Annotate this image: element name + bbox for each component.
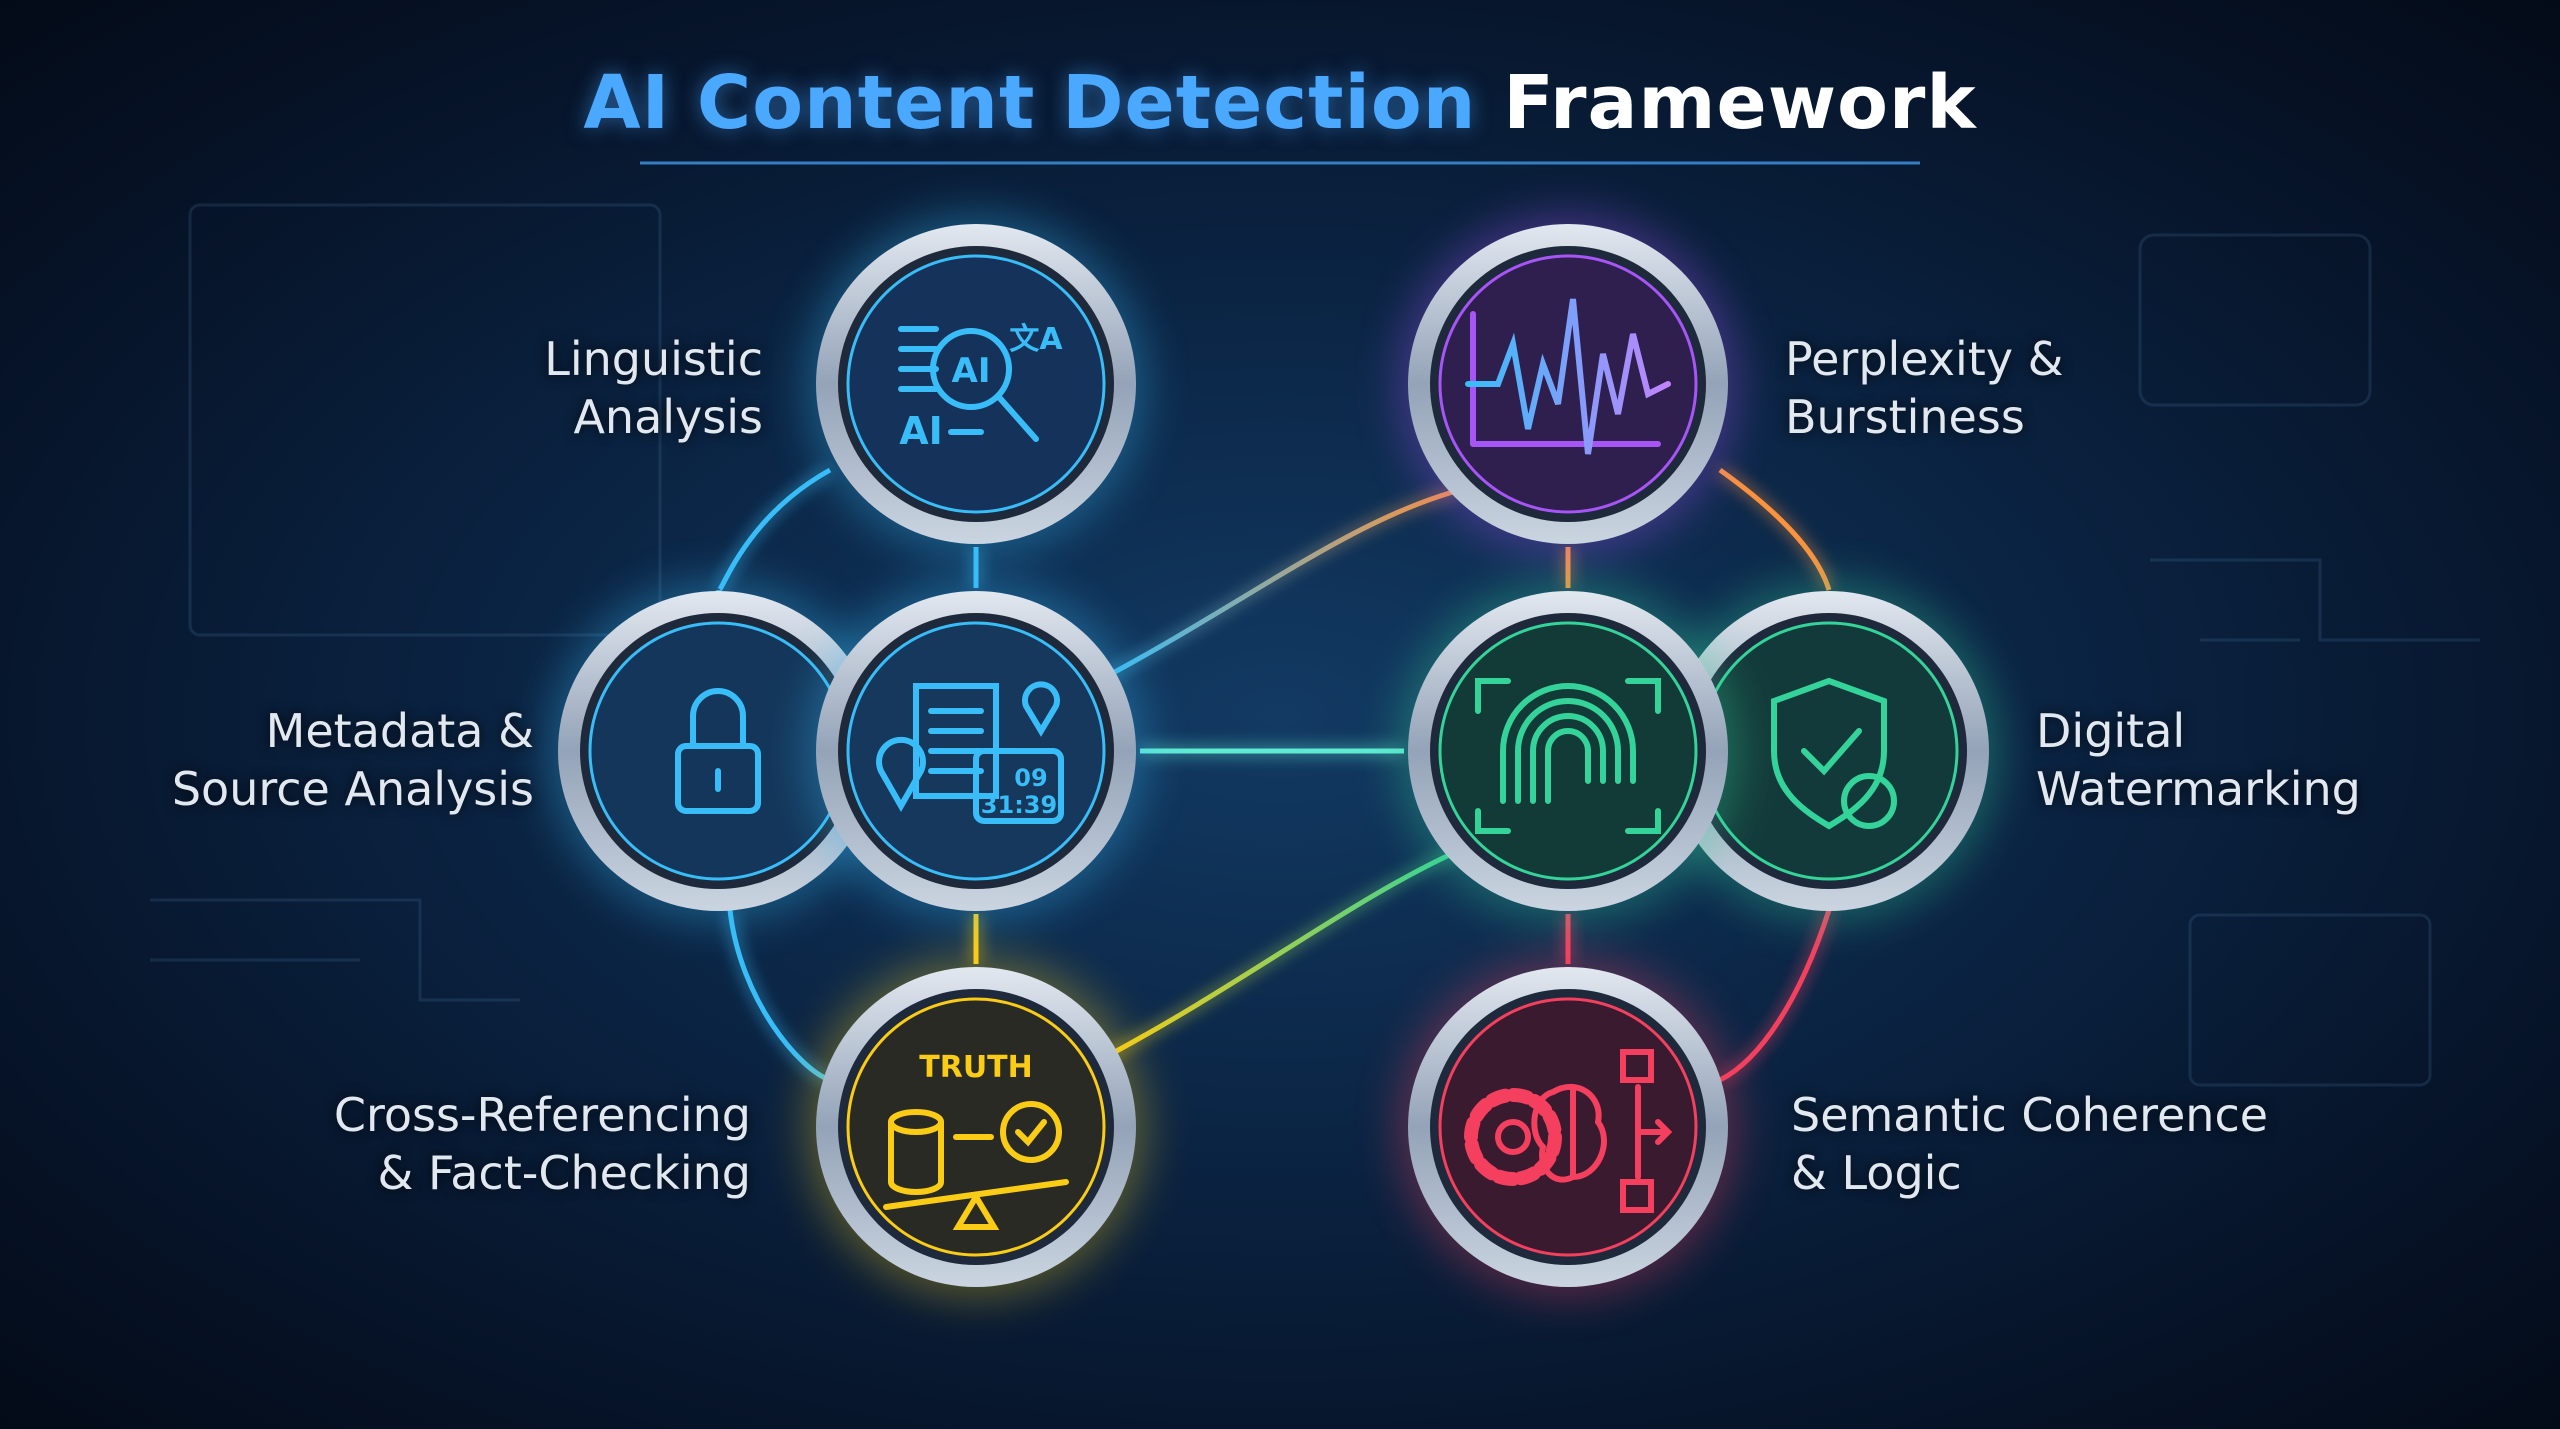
padlock-icon bbox=[675, 688, 761, 814]
node-watermark-shield bbox=[1659, 581, 1999, 921]
icon-text: AI bbox=[899, 409, 943, 453]
node-perplexity bbox=[1398, 214, 1738, 554]
icon-text: 31:39 bbox=[981, 791, 1057, 819]
node-metadata-lock bbox=[548, 581, 888, 921]
background-panels bbox=[150, 203, 2480, 1087]
label-line: Analysis bbox=[573, 390, 763, 444]
title-highlight: AI Content Detection bbox=[583, 60, 1477, 146]
database-balance-check-icon: TRUTH bbox=[883, 1050, 1069, 1230]
label-semantic: Semantic Coherence& Logic bbox=[1791, 1086, 2268, 1202]
link-metadata-perplexity bbox=[1098, 487, 1461, 683]
label-perplexity: Perplexity &Burstiness bbox=[1785, 330, 2064, 446]
node-semantic bbox=[1398, 957, 1738, 1297]
icon-text: 文A bbox=[1009, 322, 1063, 357]
label-line: Source Analysis bbox=[171, 762, 534, 816]
title-rest: Framework bbox=[1503, 60, 1977, 146]
link-crossref-watermark bbox=[1098, 847, 1462, 1063]
label-line: Metadata & bbox=[265, 704, 534, 758]
label-line: Cross-Referencing bbox=[333, 1088, 751, 1142]
label-line: Perplexity & bbox=[1785, 332, 2064, 386]
node-watermark bbox=[1398, 581, 1738, 921]
label-line: Semantic Coherence bbox=[1791, 1088, 2269, 1142]
label-line: Linguistic bbox=[544, 332, 763, 386]
label-line: Watermarking bbox=[2036, 762, 2361, 816]
shield-check-icon bbox=[1771, 677, 1897, 830]
label-line: Digital bbox=[2036, 704, 2186, 758]
fingerprint-shield-check-icon bbox=[1475, 678, 1661, 834]
gear-brain-flow-icon bbox=[1464, 1049, 1673, 1213]
icon-text: 09 bbox=[1014, 764, 1047, 792]
label-line: & Fact-Checking bbox=[377, 1146, 751, 1200]
page-title: AI Content Detection Framework bbox=[0, 60, 2560, 146]
label-metadata: Metadata &Source Analysis bbox=[172, 702, 534, 818]
label-line: Burstiness bbox=[1785, 390, 2025, 444]
icon-text: TRUTH bbox=[919, 1050, 1033, 1085]
icon-text: AI bbox=[952, 351, 991, 391]
label-crossref: Cross-Referencing& Fact-Checking bbox=[334, 1086, 751, 1202]
node-crossref: TRUTH bbox=[806, 957, 1146, 1297]
connection-lines bbox=[715, 381, 1832, 1130]
waveform-chart-icon bbox=[1465, 298, 1671, 455]
label-line: & Logic bbox=[1791, 1146, 1962, 1200]
